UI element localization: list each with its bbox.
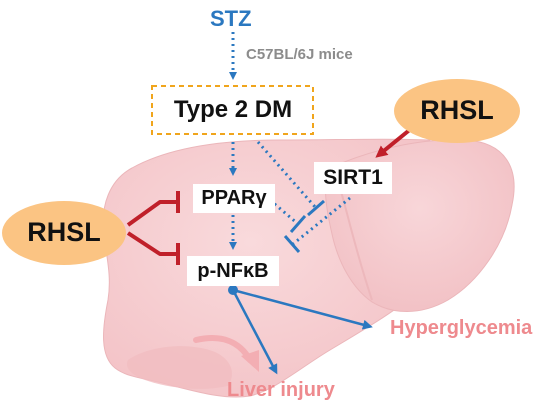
rhsl-right-badge — [394, 79, 520, 143]
rhsl-left-inhibits-nfkb — [126, 231, 178, 256]
liver-injury-label: Liver injury — [227, 379, 335, 401]
t2dm-inhibits-sirt1-bar — [307, 199, 325, 217]
t2dm-box-border — [151, 85, 314, 135]
nfkb-to-liver-injury-arrow — [231, 289, 278, 375]
liver-lower-lobe — [126, 346, 232, 389]
ppar-inhibits-sirt1-bar — [289, 215, 307, 233]
nfkb-node: p-NFκB — [187, 256, 279, 286]
rhsl-left-inhibits-ppar — [126, 200, 178, 227]
sirt1-inhibits-nfkb-bar — [283, 235, 301, 253]
sirt1-inhibits-nfkb — [292, 196, 351, 246]
nfkb-to-hyperglycemia-arrow — [232, 288, 373, 330]
sirt1-node: SIRT1 — [314, 162, 392, 194]
stz-label: STZ — [210, 6, 252, 31]
ppar-node: PPARγ — [193, 184, 275, 213]
rhsl-left-label: RHSL — [27, 217, 101, 247]
rhsl-right-label: RHSL — [420, 95, 494, 125]
liver-injury-arrowhead — [241, 350, 259, 372]
rhsl-right-to-sirt1-arrow — [375, 126, 414, 158]
t2dm-label: Type 2 DM — [173, 96, 293, 123]
t2dm-inhibits-sirt1 — [256, 141, 318, 209]
mice-label: C57BL/6J mice — [246, 46, 353, 63]
hyperglycemia-label: Hyperglycemia — [390, 317, 533, 339]
rhsl-left-badge — [2, 201, 126, 265]
